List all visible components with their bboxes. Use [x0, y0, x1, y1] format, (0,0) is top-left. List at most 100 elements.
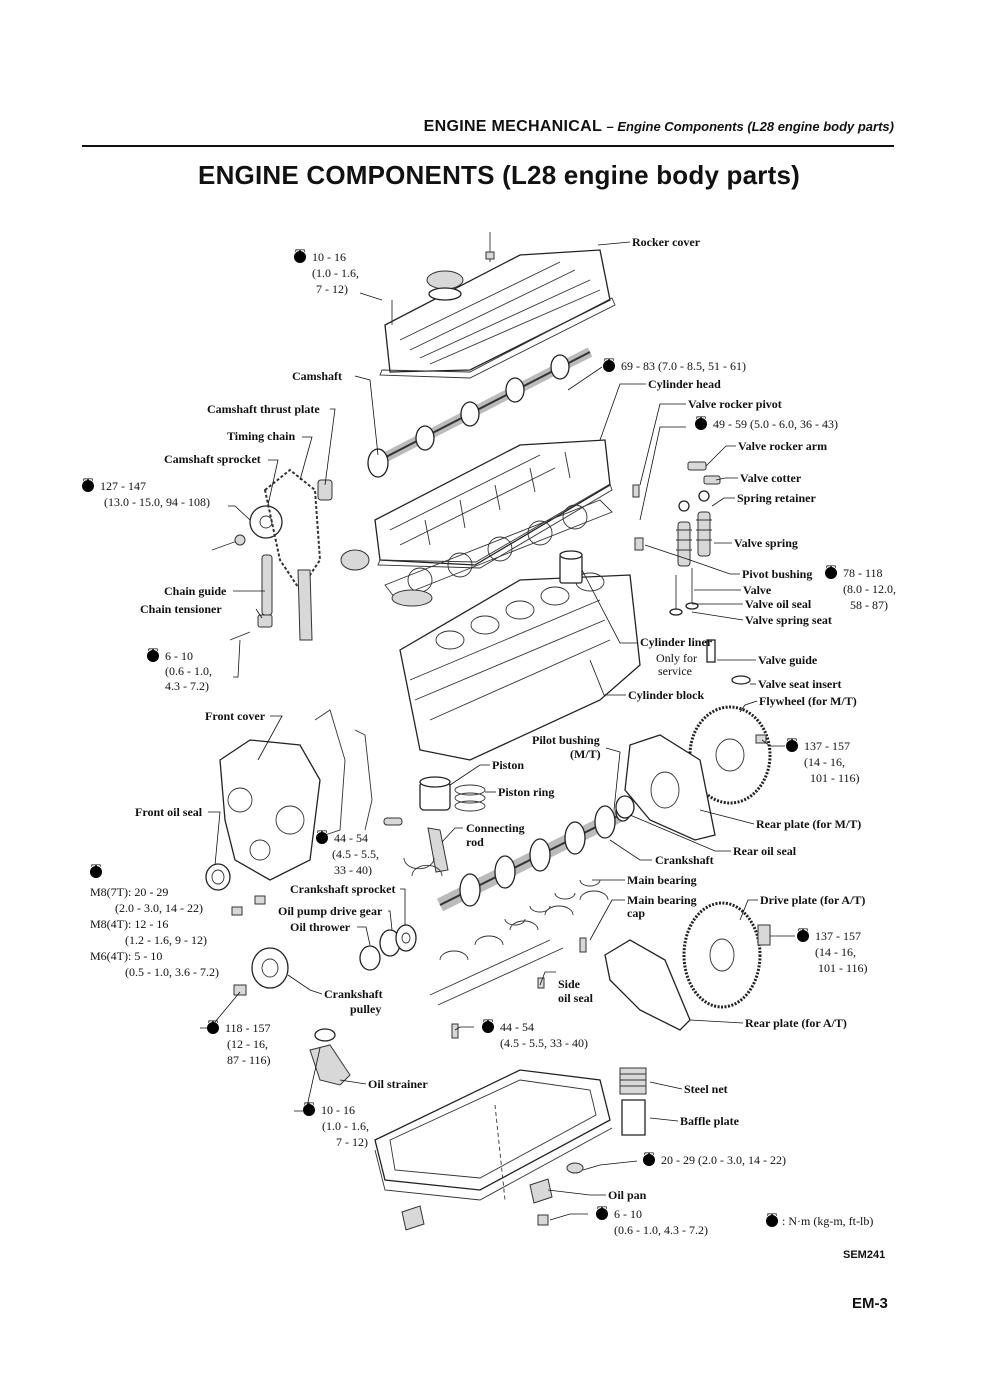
- torque-pivot-bushing-2: (8.0 - 12.0,: [843, 582, 896, 596]
- label-timing-chain: Timing chain: [227, 429, 295, 443]
- label-valve-spring: Valve spring: [734, 536, 798, 550]
- torque-icon: [695, 414, 707, 431]
- torque-flywheel-2: (14 - 16,: [804, 755, 845, 769]
- front-cover-drawing: [205, 709, 373, 891]
- label-baffle-plate: Baffle plate: [680, 1114, 740, 1128]
- label-pilot-bushing: Pilot bushing: [532, 733, 600, 747]
- torque-icon: [147, 646, 159, 663]
- label-piston: Piston: [492, 758, 524, 772]
- label-service: service: [658, 664, 692, 678]
- label-front-oil-seal: Front oil seal: [135, 805, 203, 819]
- torque-flywheel-1: 137 - 157: [804, 739, 850, 753]
- part-labels: Rocker cover Camshaft Camshaft thrust pl…: [135, 235, 865, 1202]
- header-subsection: – Engine Components (L28 engine body par…: [606, 119, 894, 134]
- torque-oil-pan-plug: 20 - 29 (2.0 - 3.0, 14 - 22): [661, 1153, 786, 1167]
- cylinder-head-drawing: [340, 439, 613, 607]
- torque-rocker-cover-1: 10 - 16: [312, 250, 346, 264]
- label-main-bearing-cap-1: Main bearing: [627, 893, 697, 907]
- label-spring-retainer: Spring retainer: [737, 491, 816, 505]
- torque-oil-strainer-2: (1.0 - 1.6,: [322, 1119, 369, 1133]
- torque-oil-strainer-3: 7 - 12): [336, 1135, 368, 1149]
- torque-front-cover-4: (1.2 - 1.6, 9 - 12): [125, 933, 207, 947]
- label-pilot-bushing-mt: (M/T): [570, 747, 601, 761]
- label-crankshaft-pulley-2: pulley: [350, 1002, 381, 1016]
- label-oil-pump-drive-gear: Oil pump drive gear: [278, 904, 383, 918]
- label-cylinder-block: Cylinder block: [628, 688, 704, 702]
- torque-icon: [825, 563, 837, 580]
- label-valve-seat-insert: Valve seat insert: [758, 677, 842, 691]
- torque-icon: [294, 247, 306, 264]
- torque-values: 10 - 16 (1.0 - 1.6, 7 - 12) 69 - 83 (7.0…: [90, 250, 896, 1237]
- rocker-cover-drawing: [379, 232, 616, 379]
- torque-chain-tensioner-1: 6 - 10: [165, 649, 193, 663]
- label-oil-pan: Oil pan: [608, 1188, 647, 1202]
- torque-valve-rocker-pivot: 49 - 59 (5.0 - 6.0, 36 - 43): [713, 417, 838, 431]
- label-steel-net: Steel net: [684, 1082, 728, 1096]
- torque-rocker-cover-3: 7 - 12): [316, 282, 348, 296]
- torque-icon: [603, 356, 615, 373]
- torque-pivot-bushing-3: 58 - 87): [850, 598, 888, 612]
- label-crankshaft-pulley-1: Crankshaft: [324, 987, 383, 1001]
- torque-oil-pan-1: 6 - 10: [614, 1207, 642, 1221]
- torque-connecting-rod-2: (4.5 - 5.5,: [332, 847, 379, 861]
- label-rear-oil-seal: Rear oil seal: [733, 844, 797, 858]
- torque-camshaft-sprocket-2: (13.0 - 15.0, 94 - 108): [104, 495, 210, 509]
- torque-legend: : N·m (kg-m, ft-lb): [782, 1214, 873, 1228]
- torque-connecting-rod-3: 33 - 40): [334, 863, 372, 877]
- torque-crankshaft-pulley-3: 87 - 116): [227, 1053, 271, 1067]
- running-header: ENGINE MECHANICAL – Engine Components (L…: [424, 118, 894, 136]
- camshaft-drawing: [317, 347, 593, 501]
- torque-icon: [90, 862, 102, 879]
- torque-connecting-rod-1: 44 - 54: [334, 831, 368, 845]
- label-piston-ring: Piston ring: [498, 785, 554, 799]
- label-valve-rocker-arm: Valve rocker arm: [738, 439, 827, 453]
- label-valve-oil-seal: Valve oil seal: [745, 597, 812, 611]
- label-pivot-bushing: Pivot bushing: [742, 567, 812, 581]
- torque-front-cover-1: M8(7T): 20 - 29: [90, 885, 168, 899]
- label-crankshaft: Crankshaft: [655, 853, 714, 867]
- torque-icon: [797, 926, 809, 943]
- label-chain-tensioner: Chain tensioner: [140, 602, 222, 616]
- flywheel-drawing: [604, 705, 772, 1031]
- torque-front-cover-5: M6(4T): 5 - 10: [90, 949, 162, 963]
- oil-pan-drawing: [309, 1028, 647, 1231]
- label-camshaft: Camshaft: [292, 369, 342, 383]
- page-title: ENGINE COMPONENTS (L28 engine body parts…: [198, 160, 800, 190]
- torque-icon: [82, 476, 94, 493]
- label-cylinder-liner: Cylinder liner: [640, 635, 713, 649]
- label-side-oil-seal-1: Side: [558, 977, 581, 991]
- label-cylinder-head: Cylinder head: [648, 377, 721, 391]
- label-only-for: Only for: [656, 651, 697, 665]
- timing-drawing: [211, 468, 322, 641]
- label-valve-guide: Valve guide: [758, 653, 818, 667]
- torque-icon: [207, 1018, 219, 1035]
- page-number: EM-3: [852, 1295, 888, 1312]
- torque-camshaft-sprocket-1: 127 - 147: [100, 479, 146, 493]
- label-front-cover: Front cover: [205, 709, 266, 723]
- torque-main-bearing-cap-1: 44 - 54: [500, 1020, 534, 1034]
- label-connecting-rod-2: rod: [466, 835, 484, 849]
- label-rocker-cover: Rocker cover: [632, 235, 701, 249]
- torque-crankshaft-pulley-1: 118 - 157: [225, 1021, 271, 1035]
- label-rear-plate-mt: Rear plate (for M/T): [756, 817, 861, 831]
- torque-icon: [596, 1204, 608, 1221]
- label-main-bearing: Main bearing: [627, 873, 697, 887]
- label-oil-strainer: Oil strainer: [368, 1077, 428, 1091]
- label-valve-cotter: Valve cotter: [740, 471, 802, 485]
- torque-main-bearing-cap-2: (4.5 - 5.5, 33 - 40): [500, 1036, 588, 1050]
- piston-drawing: [383, 776, 486, 877]
- torque-rocker-cover-2: (1.0 - 1.6,: [312, 266, 359, 280]
- torque-chain-tensioner-2: (0.6 - 1.0,: [165, 664, 212, 678]
- torque-drive-plate-1: 137 - 157: [815, 929, 861, 943]
- torque-pivot-bushing-1: 78 - 118: [843, 566, 883, 580]
- torque-icon: [316, 828, 328, 845]
- label-camshaft-thrust-plate: Camshaft thrust plate: [207, 402, 320, 416]
- label-valve-rocker-pivot: Valve rocker pivot: [688, 397, 782, 411]
- torque-oil-strainer-1: 10 - 16: [321, 1103, 355, 1117]
- torque-icon: [303, 1100, 315, 1117]
- label-camshaft-sprocket: Camshaft sprocket: [164, 452, 261, 466]
- torque-cylinder-head: 69 - 83 (7.0 - 8.5, 51 - 61): [621, 359, 746, 373]
- torque-oil-pan-2: (0.6 - 1.0, 4.3 - 7.2): [614, 1223, 708, 1237]
- valve-train-drawing: [632, 461, 721, 616]
